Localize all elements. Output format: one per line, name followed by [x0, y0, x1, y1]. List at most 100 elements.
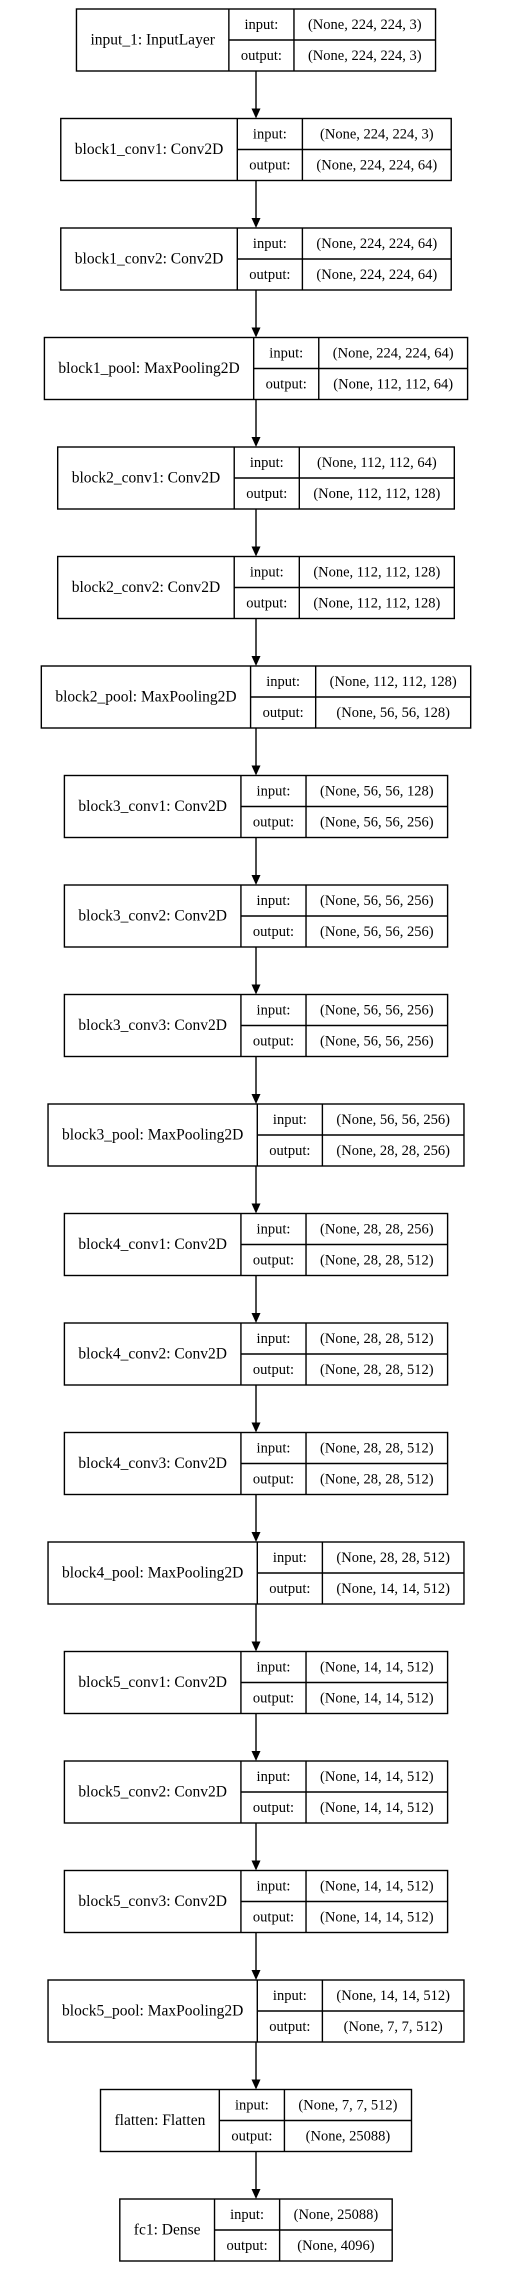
input-port-label: input:: [257, 1331, 291, 1347]
connection-arrow: [251, 618, 261, 666]
input-shape: (None, 7, 7, 512): [298, 2097, 397, 2113]
arrow-head: [251, 765, 261, 776]
layer-node: block2_conv1: Conv2Dinput:output:(None, …: [56, 446, 456, 510]
arrow-head: [251, 2189, 261, 2199]
input-shape: (None, 224, 224, 64): [316, 236, 437, 252]
output-shape: (None, 112, 112, 64): [333, 376, 453, 392]
output-port-label: output:: [249, 157, 290, 173]
layer-node: block1_pool: MaxPooling2D input: output: (N…: [43, 336, 469, 401]
connection-arrow: [251, 1056, 261, 1104]
output-shape: (None, 56, 56, 256): [320, 924, 434, 940]
arrow-head: [251, 984, 261, 995]
layer-name: block4_pool: MaxPooling2D: [62, 1565, 243, 1582]
output-shape: (None, 14, 14, 512): [336, 1581, 450, 1597]
output-port-label: output:: [249, 267, 290, 283]
connection-arrow: [251, 2151, 261, 2199]
input-shape: (None, 112, 112, 128): [313, 564, 440, 580]
input-shape: (None, 14, 14, 512): [320, 1878, 434, 1894]
connection-arrow: [251, 1385, 261, 1433]
arrow-head: [251, 1641, 261, 1652]
input-shape: (None, 56, 56, 128): [320, 783, 434, 799]
output-port-label: output:: [253, 924, 294, 940]
arrow-head: [251, 1532, 261, 1542]
arrow-head: [251, 656, 261, 666]
layer-name: block2_conv2: Conv2D: [72, 579, 221, 596]
layer-name: block1_conv1: Conv2D: [75, 141, 224, 158]
output-port-label: output:: [269, 1581, 310, 1597]
layer-name: block3_conv2: Conv2D: [78, 908, 227, 925]
connection-arrow: [251, 1494, 261, 1542]
input-port-label: input:: [257, 893, 291, 909]
layer-node: block2_pool: MaxPooling2Dinput:output:(N…: [40, 665, 472, 729]
layer-name: flatten: Flatten: [115, 2112, 206, 2129]
connection-arrow: [251, 509, 261, 557]
input-port-label: input:: [257, 783, 291, 799]
input-port-label: input:: [273, 1988, 307, 2004]
arrow-head: [251, 1203, 261, 1214]
output-shape: (None, 14, 14, 512): [320, 1909, 434, 1925]
arrow-head: [251, 1970, 261, 1980]
layer-node: block3_conv1: Conv2Dinput:output:(None, …: [63, 774, 449, 839]
connection-arrow: [251, 290, 261, 338]
arrow-head: [251, 1313, 261, 1323]
input-port-label: input:: [244, 17, 278, 33]
output-shape: (None, 28, 28, 512): [320, 1471, 434, 1487]
layer-name: block3_conv3: Conv2D: [78, 1017, 227, 1034]
input-shape: (None, 56, 56, 256): [320, 1002, 434, 1018]
output-shape: (None, 28, 28, 256): [336, 1143, 450, 1159]
input-port-label: input:: [269, 345, 303, 361]
layer-name: block4_conv3: Conv2D: [78, 1455, 227, 1472]
output-shape: (None, 224, 224, 64): [316, 267, 437, 283]
output-port-label: output:: [253, 1362, 294, 1378]
output-shape: (None, 112, 112, 128): [313, 486, 440, 502]
output-port-label: output:: [253, 1033, 294, 1049]
arrow-head: [251, 1422, 261, 1433]
layer-name: block1_pool: MaxPooling2D: [58, 360, 239, 377]
output-port-label: output:: [253, 1471, 294, 1487]
output-port-label: output:: [253, 1690, 294, 1706]
arrow-head: [251, 1860, 261, 1871]
layer-name: input_1: InputLayer: [90, 32, 215, 49]
output-shape: (None, 4096): [297, 2238, 374, 2254]
layer-node: block4_conv1: Conv2Dinput:output:(None, …: [63, 1212, 449, 1277]
input-port-label: input:: [250, 455, 284, 471]
output-port-label: output:: [269, 1143, 310, 1159]
input-port-label: input:: [273, 1550, 307, 1566]
output-port-label: output:: [253, 1800, 294, 1816]
input-shape: (None, 25088): [294, 2207, 379, 2223]
input-shape: (None, 112, 112, 128): [330, 674, 457, 690]
output-port-label: output:: [227, 2238, 268, 2254]
layer-name: block4_conv1: Conv2D: [78, 1236, 227, 1253]
output-shape: (None, 56, 56, 128): [336, 705, 450, 721]
layer-node: block3_conv3: Conv2Dinput:output:(None, …: [63, 993, 449, 1058]
layer-node: block5_conv3: Conv2Dinput:output:(None, …: [63, 1869, 449, 1934]
input-port-label: input:: [250, 564, 284, 580]
layer-node: block5_pool: MaxPooling2D input: output: (N…: [47, 1979, 465, 2043]
layer-node: block5_conv1: Conv2D input: output: (None, …: [63, 1650, 449, 1715]
output-shape: (None, 14, 14, 512): [320, 1690, 434, 1706]
input-shape: (None, 28, 28, 512): [320, 1440, 434, 1456]
input-port-label: input:: [253, 126, 287, 142]
input-port-label: input:: [257, 1659, 291, 1675]
input-shape: (None, 14, 14, 512): [320, 1769, 434, 1785]
output-shape: (None, 14, 14, 512): [320, 1800, 434, 1816]
connection-arrow: [251, 1713, 261, 1761]
layer-name: block2_pool: MaxPooling2D: [55, 689, 236, 706]
connection-arrow: [251, 399, 261, 447]
input-shape: (None, 14, 14, 512): [336, 1988, 450, 2004]
layer-name: block3_pool: MaxPooling2D: [62, 1127, 243, 1144]
output-shape: (None, 56, 56, 256): [320, 1033, 434, 1049]
layer-name: block5_conv1: Conv2D: [78, 1674, 227, 1691]
layer-name: block5_pool: MaxPooling2D: [62, 2003, 243, 2020]
output-port-label: output:: [266, 376, 307, 392]
layer-name: block5_conv2: Conv2D: [78, 1784, 227, 1801]
layer-name: block3_conv1: Conv2D: [78, 798, 227, 815]
arrow-head: [251, 108, 261, 119]
layer-name: block2_conv1: Conv2D: [72, 470, 221, 487]
output-port-label: output:: [269, 2019, 310, 2035]
input-port-label: input:: [235, 2097, 269, 2113]
arrow-head: [251, 546, 261, 557]
